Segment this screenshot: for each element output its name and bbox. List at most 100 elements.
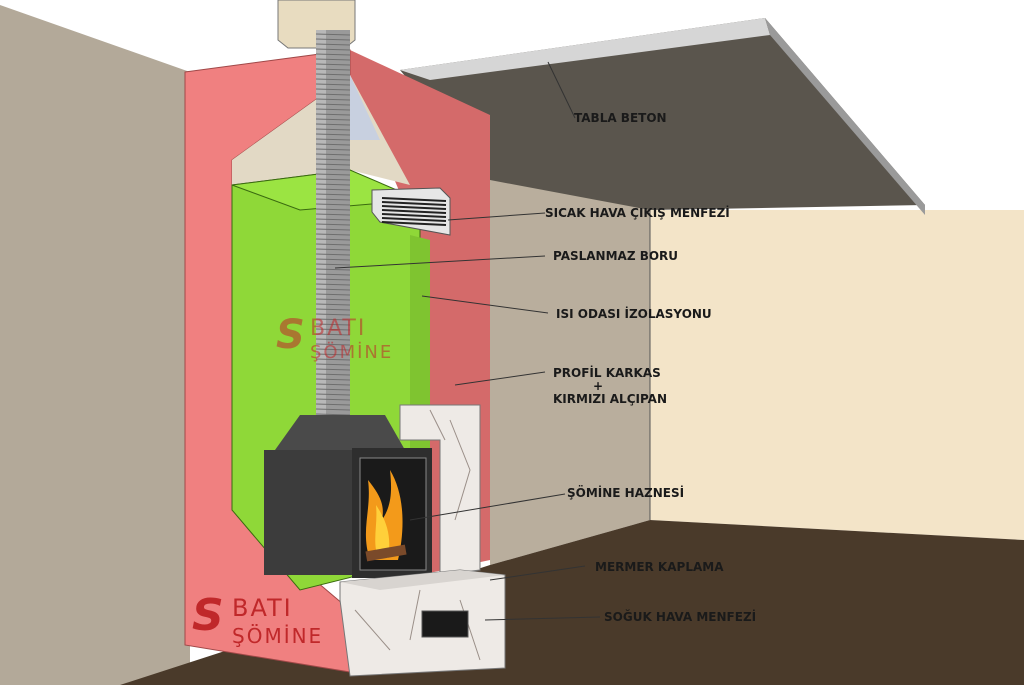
pipe-rib: [315, 188, 351, 191]
pipe-rib: [315, 363, 351, 366]
pipe-rib: [315, 403, 351, 406]
pipe-rib: [315, 168, 351, 171]
pipe-rib: [315, 88, 351, 91]
pipe-rib: [315, 48, 351, 51]
label-profil-karkas: PROFİL KARKAS: [553, 366, 661, 380]
pipe-rib: [315, 373, 351, 376]
pipe-rib: [315, 33, 351, 36]
pipe-rib: [315, 313, 351, 316]
pipe-rib: [315, 223, 351, 226]
pipe-rib: [315, 93, 351, 96]
pipe-rib: [315, 413, 351, 416]
pipe-rib: [315, 228, 351, 231]
label-profil-karkas-group: PROFİL KARKAS + KIRMIZI ALÇIPAN: [553, 366, 667, 406]
pipe-rib: [315, 148, 351, 151]
pipe-rib: [315, 243, 351, 246]
vent-slat: [381, 201, 447, 206]
fire-icon: [365, 470, 407, 562]
pipe-rib: [315, 333, 351, 336]
logo-s-icon: S: [192, 590, 224, 641]
cold-air-vent: [421, 610, 469, 638]
pipe-rib: [315, 183, 351, 186]
pipe-rib: [315, 38, 351, 41]
label-soguk-hava: SOĞUK HAVA MENFEZİ: [604, 610, 757, 624]
vent-slat: [381, 209, 447, 214]
pipe-rib: [315, 358, 351, 361]
pipe-rib: [315, 153, 351, 156]
label-isi-odasi: ISI ODASI İZOLASYONU: [556, 307, 712, 321]
pipe-rib: [315, 293, 351, 296]
pipe-rib: [315, 348, 351, 351]
pipe-rib: [315, 378, 351, 381]
pipe-rib: [315, 398, 351, 401]
pipe-rib: [315, 343, 351, 346]
vent-slat: [381, 197, 447, 202]
pipe-rib: [315, 218, 351, 221]
left-wall: [0, 5, 190, 685]
pipe-rib: [315, 278, 351, 281]
pipe-rib: [315, 208, 351, 211]
pipe-rib: [315, 238, 351, 241]
pipe-rib: [315, 393, 351, 396]
pipe-rib: [315, 113, 351, 116]
pipe-rib: [315, 163, 351, 166]
pipe-rib: [315, 308, 351, 311]
vent-slat: [381, 213, 447, 218]
pipe-rib: [315, 408, 351, 411]
pipe-rib: [315, 173, 351, 176]
label-tabla-beton: TABLA BETON: [574, 111, 667, 125]
pipe-rib: [315, 78, 351, 81]
stainless-pipe: [315, 30, 351, 421]
pipe-rib: [315, 83, 351, 86]
pipe-rib: [315, 103, 351, 106]
pipe-rib: [315, 298, 351, 301]
pipe-rib: [315, 283, 351, 286]
pipe-rib: [315, 253, 351, 256]
pipe-rib: [315, 73, 351, 76]
pipe-rib: [315, 258, 351, 261]
pipe-rib: [315, 178, 351, 181]
pipe-rib: [315, 118, 351, 121]
pipe-rib: [315, 63, 351, 66]
logo-line2: ŞÖMİNE: [232, 624, 324, 648]
pipe-rib: [315, 353, 351, 356]
pipe-rib: [315, 193, 351, 196]
ceiling-edge: [400, 18, 770, 80]
watermark-line1: BATI: [310, 316, 367, 341]
leader-lines: [334, 61, 601, 621]
pipe-rib: [315, 128, 351, 131]
pipe-rib: [315, 158, 351, 161]
label-mermer-kaplama: MERMER KAPLAMA: [595, 560, 724, 574]
pipe-rib: [315, 138, 351, 141]
right-wall: [650, 210, 1024, 540]
hot-air-vent: [371, 187, 451, 236]
vent-slat: [381, 221, 447, 226]
pipe-rib: [315, 133, 351, 136]
pipe-rib: [315, 68, 351, 71]
pipe-rib: [315, 108, 351, 111]
pipe-rib: [315, 98, 351, 101]
vent-slat: [381, 205, 447, 210]
pipe-rib: [315, 318, 351, 321]
pipe-rib: [315, 328, 351, 331]
pipe-rib: [315, 383, 351, 386]
logo-line1: BATI: [232, 594, 293, 622]
pipe-rib: [315, 203, 351, 206]
pipe-rib: [315, 338, 351, 341]
pipe-rib: [315, 233, 351, 236]
watermark-s-icon: S: [276, 312, 305, 358]
pipe-rib: [315, 43, 351, 46]
pipe-rib: [315, 368, 351, 371]
pipe-rib: [315, 273, 351, 276]
label-kirmizi-alcipan: KIRMIZI ALÇIPAN: [553, 392, 667, 406]
pipe-rib: [315, 288, 351, 291]
pipe-rib: [315, 213, 351, 216]
stove: [264, 415, 432, 578]
pipe-rib: [315, 198, 351, 201]
label-somine-haznesi: ŞÖMİNE HAZNESİ: [567, 486, 685, 500]
watermark-line2: ŞÖMİNE: [310, 342, 394, 363]
pipe-rib: [315, 123, 351, 126]
vent-slat: [381, 217, 447, 222]
pipe-rib: [315, 268, 351, 271]
